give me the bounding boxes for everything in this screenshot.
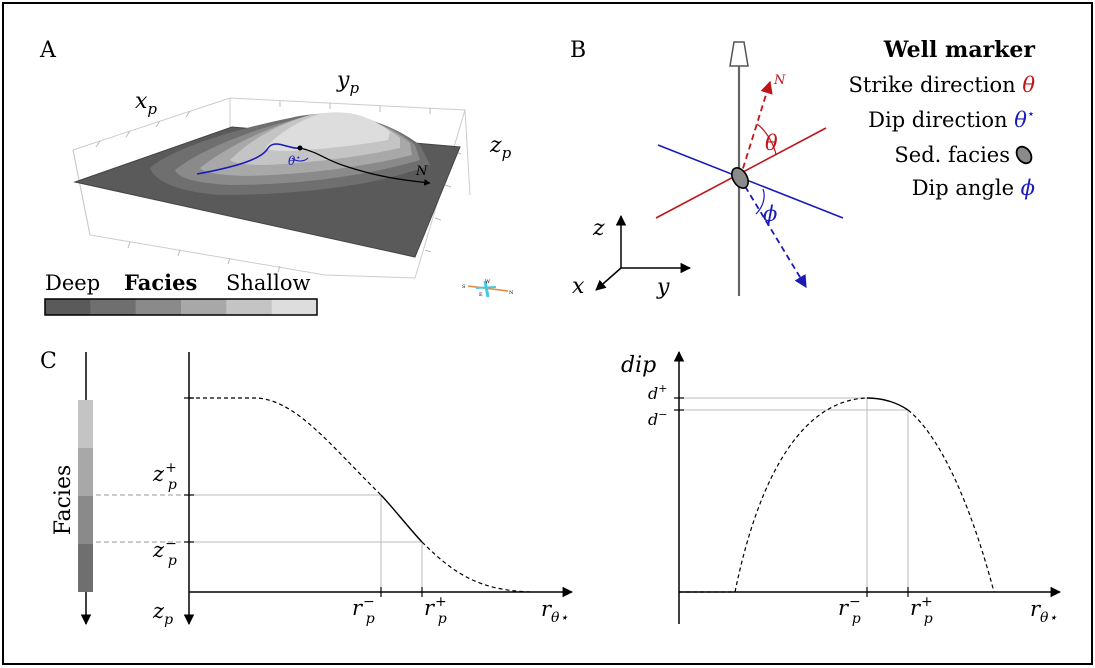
label-zp-minus: z−p xyxy=(152,536,177,569)
surface-band-5 xyxy=(265,112,390,151)
theta-star-arc xyxy=(291,157,309,162)
depth-curve-lower xyxy=(421,541,531,593)
strike-direction-curve xyxy=(299,147,431,186)
facies-colorbar xyxy=(45,299,318,315)
label-dip: dip xyxy=(621,353,656,378)
dip-curve-solid xyxy=(866,397,909,411)
panel-c-letter: C xyxy=(40,349,57,374)
north-arrow xyxy=(739,80,773,179)
label-rp-plus-left: r+p xyxy=(424,594,447,627)
facies-surface xyxy=(73,112,461,258)
label-rp-plus-right: r+p xyxy=(910,594,933,627)
well-tool-icon xyxy=(729,41,749,67)
colorbar-swatch xyxy=(271,299,318,315)
axis-x-arrow xyxy=(595,267,622,291)
phi-label: ϕ xyxy=(763,202,777,226)
axis-y-label: y xyxy=(656,275,670,300)
facies-column xyxy=(78,400,93,592)
facies-label: Facies xyxy=(51,465,76,536)
legend-title: Facies xyxy=(124,270,197,295)
dip-line xyxy=(657,144,844,219)
facies-column-segment xyxy=(78,400,93,448)
facies-column-segment xyxy=(78,544,93,592)
colorbar-swatch xyxy=(135,299,182,315)
legend-strike: Strike direction θ xyxy=(849,73,1036,97)
colorbar-frame xyxy=(44,298,318,316)
compass-s: S xyxy=(462,284,466,290)
well-marker-title: Well marker xyxy=(883,37,1036,63)
facies-ellipse-icon xyxy=(731,167,749,189)
axis-yp-label: yp xyxy=(336,68,359,97)
sed-facies-icon xyxy=(1015,145,1033,165)
colorbar-swatch xyxy=(181,299,227,315)
north-label-a: N xyxy=(415,164,428,179)
legend-shallow: Shallow xyxy=(226,271,311,295)
compass-w: W xyxy=(485,279,491,285)
left-chart: z+p z−p zp r−p r+p rθ⋆ xyxy=(96,352,574,628)
dip-arrow xyxy=(739,177,807,289)
label-d-minus: d− xyxy=(648,408,667,429)
compass-e: E xyxy=(479,292,483,298)
label-zp-axis: zp xyxy=(152,599,173,628)
panel-b-letter: B xyxy=(570,38,586,63)
label-r-theta-left: rθ⋆ xyxy=(541,597,568,626)
legend-dip-angle: Dip angle ϕ xyxy=(912,176,1035,200)
colorbar-swatch xyxy=(45,299,91,315)
legend-sed-facies: Sed. facies xyxy=(894,143,1010,167)
depth-curve-solid xyxy=(380,494,423,543)
dip-curve-right xyxy=(907,409,995,593)
axis-xp-label: xp xyxy=(135,89,157,118)
label-zp-plus: z+p xyxy=(152,460,177,493)
panel-b: B N θ ϕ z y x Well marker Strike directi… xyxy=(570,37,1035,300)
well-point xyxy=(297,145,303,151)
legend-dip-direction: Dip direction θ⋆ xyxy=(868,107,1035,132)
depth-curve-upper xyxy=(189,397,382,496)
phi-arc xyxy=(755,188,765,215)
theta-label: θ xyxy=(765,131,778,155)
north-label-b: N xyxy=(773,73,786,88)
label-r-theta-right: rθ⋆ xyxy=(1030,597,1057,626)
axis-zp-label: zp xyxy=(489,133,512,162)
colorbar-swatch xyxy=(90,299,137,315)
panel-c: C Facies z+ xyxy=(40,349,1062,628)
compass-n: N xyxy=(509,290,514,296)
colorbar-swatch xyxy=(226,299,273,315)
theta-arc xyxy=(756,123,777,156)
label-rp-minus-left: r−p xyxy=(352,594,375,627)
dip-direction-curve xyxy=(196,143,301,175)
dip-curve-left xyxy=(679,397,868,593)
theta-star-label: θ⋆ xyxy=(288,153,300,168)
label-d-plus: d+ xyxy=(648,382,667,403)
panel-a-letter: A xyxy=(39,38,57,63)
facies-column-segment xyxy=(78,496,93,544)
right-chart: dip d+ d− r−p r+p rθ⋆ xyxy=(621,350,1062,627)
compass-icon: S W E N xyxy=(462,279,514,298)
legend-deep: Deep xyxy=(45,271,100,295)
panel-a: A xyxy=(39,38,514,316)
axis-z-label: z xyxy=(592,216,605,241)
facies-column-segment xyxy=(78,448,93,496)
label-rp-minus-right: r−p xyxy=(838,594,861,627)
axis-x-label: x xyxy=(572,274,585,299)
